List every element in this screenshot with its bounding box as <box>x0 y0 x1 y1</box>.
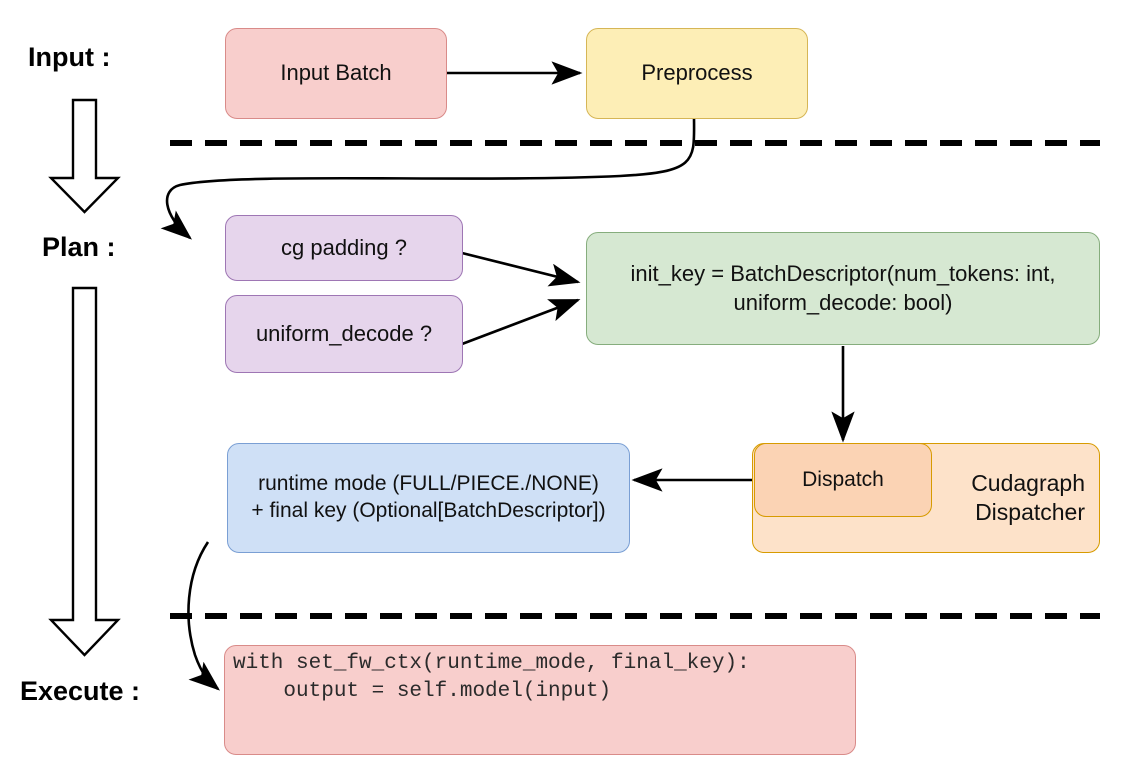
stage-label-execute: Execute : <box>20 676 141 706</box>
node-preprocess[interactable]: Preprocess <box>586 28 808 119</box>
node-init-key-line1: init_key = BatchDescriptor(num_tokens: i… <box>630 261 1056 287</box>
node-input-batch-label: Input Batch <box>280 60 392 86</box>
edge-uniform-decode-to-init-key <box>461 298 581 346</box>
node-execute-code-line2: output = self.model(input) <box>233 680 612 704</box>
node-uniform-decode[interactable]: uniform_decode ? <box>225 295 463 373</box>
stage-label-plan: Plan : <box>42 232 116 262</box>
node-preprocess-label: Preprocess <box>641 60 753 86</box>
node-uniform-decode-label: uniform_decode ? <box>255 320 433 346</box>
node-execute-code-line1: with set_fw_ctx(runtime_mode, final_key)… <box>233 652 750 675</box>
node-runtime-mode[interactable]: runtime mode (FULL/PIECE./NONE) + final … <box>227 443 630 553</box>
node-execute-code[interactable]: with set_fw_ctx(runtime_mode, final_key)… <box>224 645 856 755</box>
node-cudagraph-dispatcher-line2: Dispatcher <box>975 499 1085 525</box>
node-cg-padding[interactable]: cg padding ? <box>225 215 463 281</box>
node-input-batch[interactable]: Input Batch <box>225 28 447 119</box>
node-init-key-line2: uniform_decode: bool) <box>733 289 953 315</box>
node-dispatch-label: Dispatch <box>802 467 884 491</box>
node-init-key[interactable]: init_key = BatchDescriptor(num_tokens: i… <box>586 232 1100 345</box>
input-to-plan-block-arrow <box>48 98 121 214</box>
node-dispatch[interactable]: Dispatch <box>754 443 932 517</box>
edge-runtime-mode-to-execute-code <box>187 541 220 691</box>
node-cudagraph-dispatcher-line1: Cudagraph <box>971 470 1085 497</box>
plan-to-execute-block-arrow <box>48 286 121 657</box>
stage-label-input: Input : <box>28 42 111 72</box>
node-cg-padding-label: cg padding ? <box>281 234 407 260</box>
node-runtime-mode-line2: + final key (Optional[BatchDescriptor]) <box>251 499 606 522</box>
edge-cg-padding-to-init-key <box>461 251 581 287</box>
node-runtime-mode-line1: runtime mode (FULL/PIECE./NONE) <box>258 472 599 496</box>
